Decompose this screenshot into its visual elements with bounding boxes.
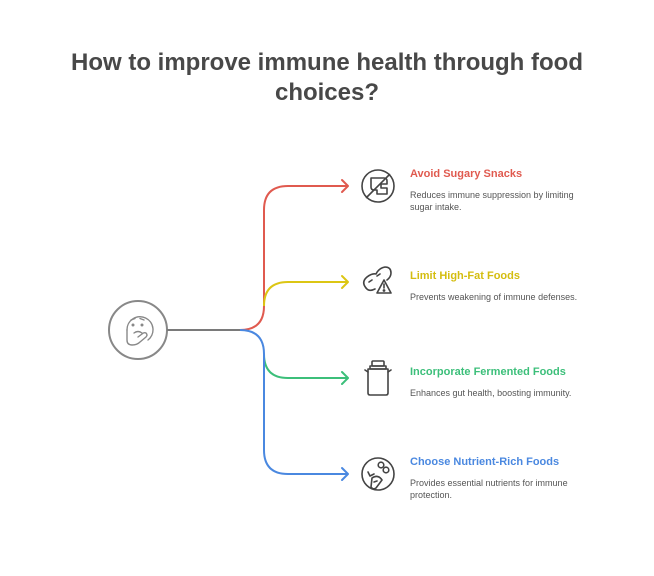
center-node (108, 300, 168, 360)
connector-limit-fat (263, 281, 348, 307)
description-line: Provides essential nutrients for immune (410, 478, 568, 488)
arrowhead-limit-fat (341, 275, 349, 289)
branch-description: Enhances gut health, boosting immunity. (410, 387, 610, 399)
branch-description: Provides essential nutrients for immune … (410, 477, 610, 501)
description-line: Enhances gut health, boosting immunity. (410, 388, 572, 398)
center-circle (108, 300, 168, 360)
branch-avoid-sugary-snacks: Avoid Sugary Snacks Reduces immune suppr… (410, 167, 610, 213)
arrowhead-nutrient-rich (341, 467, 349, 481)
page-title: How to improve immune health through foo… (0, 48, 654, 108)
branch-heading: Choose Nutrient-Rich Foods (410, 456, 560, 468)
description-line: protection. (410, 490, 453, 500)
title-line-1: How to improve immune health through foo… (71, 49, 583, 76)
arrowhead-avoid-sugary (341, 179, 349, 193)
milk-can-icon (364, 360, 392, 396)
branch-choose-nutrient-rich-foods: Choose Nutrient-Rich Foods Provides esse… (410, 455, 610, 501)
connector-nutrient-rich (239, 329, 348, 475)
vegetables-icon (361, 457, 395, 491)
arrowhead-fermented (341, 371, 349, 385)
title-line-2: choices? (274, 79, 380, 106)
description-line: sugar intake. (410, 202, 462, 212)
branch-description: Prevents weakening of immune defenses. (410, 291, 610, 303)
thinking-face-icon (126, 316, 154, 346)
branch-limit-high-fat-foods: Limit High-Fat Foods Prevents weakening … (410, 269, 610, 303)
connector-avoid-sugary (239, 185, 348, 331)
branch-heading: Limit High-Fat Foods (410, 270, 520, 282)
branch-description: Reduces immune suppression by limiting s… (410, 189, 610, 213)
description-line: Prevents weakening of immune defenses. (410, 292, 578, 302)
peanut-warning-icon (362, 266, 392, 294)
branch-heading: Avoid Sugary Snacks (410, 168, 523, 180)
description-line: Reduces immune suppression by limiting (410, 190, 574, 200)
branch-incorporate-fermented-foods: Incorporate Fermented Foods Enhances gut… (410, 365, 610, 399)
branch-heading: Incorporate Fermented Foods (410, 366, 566, 378)
connector-fermented (263, 353, 348, 379)
no-sugar-icon (361, 169, 395, 203)
